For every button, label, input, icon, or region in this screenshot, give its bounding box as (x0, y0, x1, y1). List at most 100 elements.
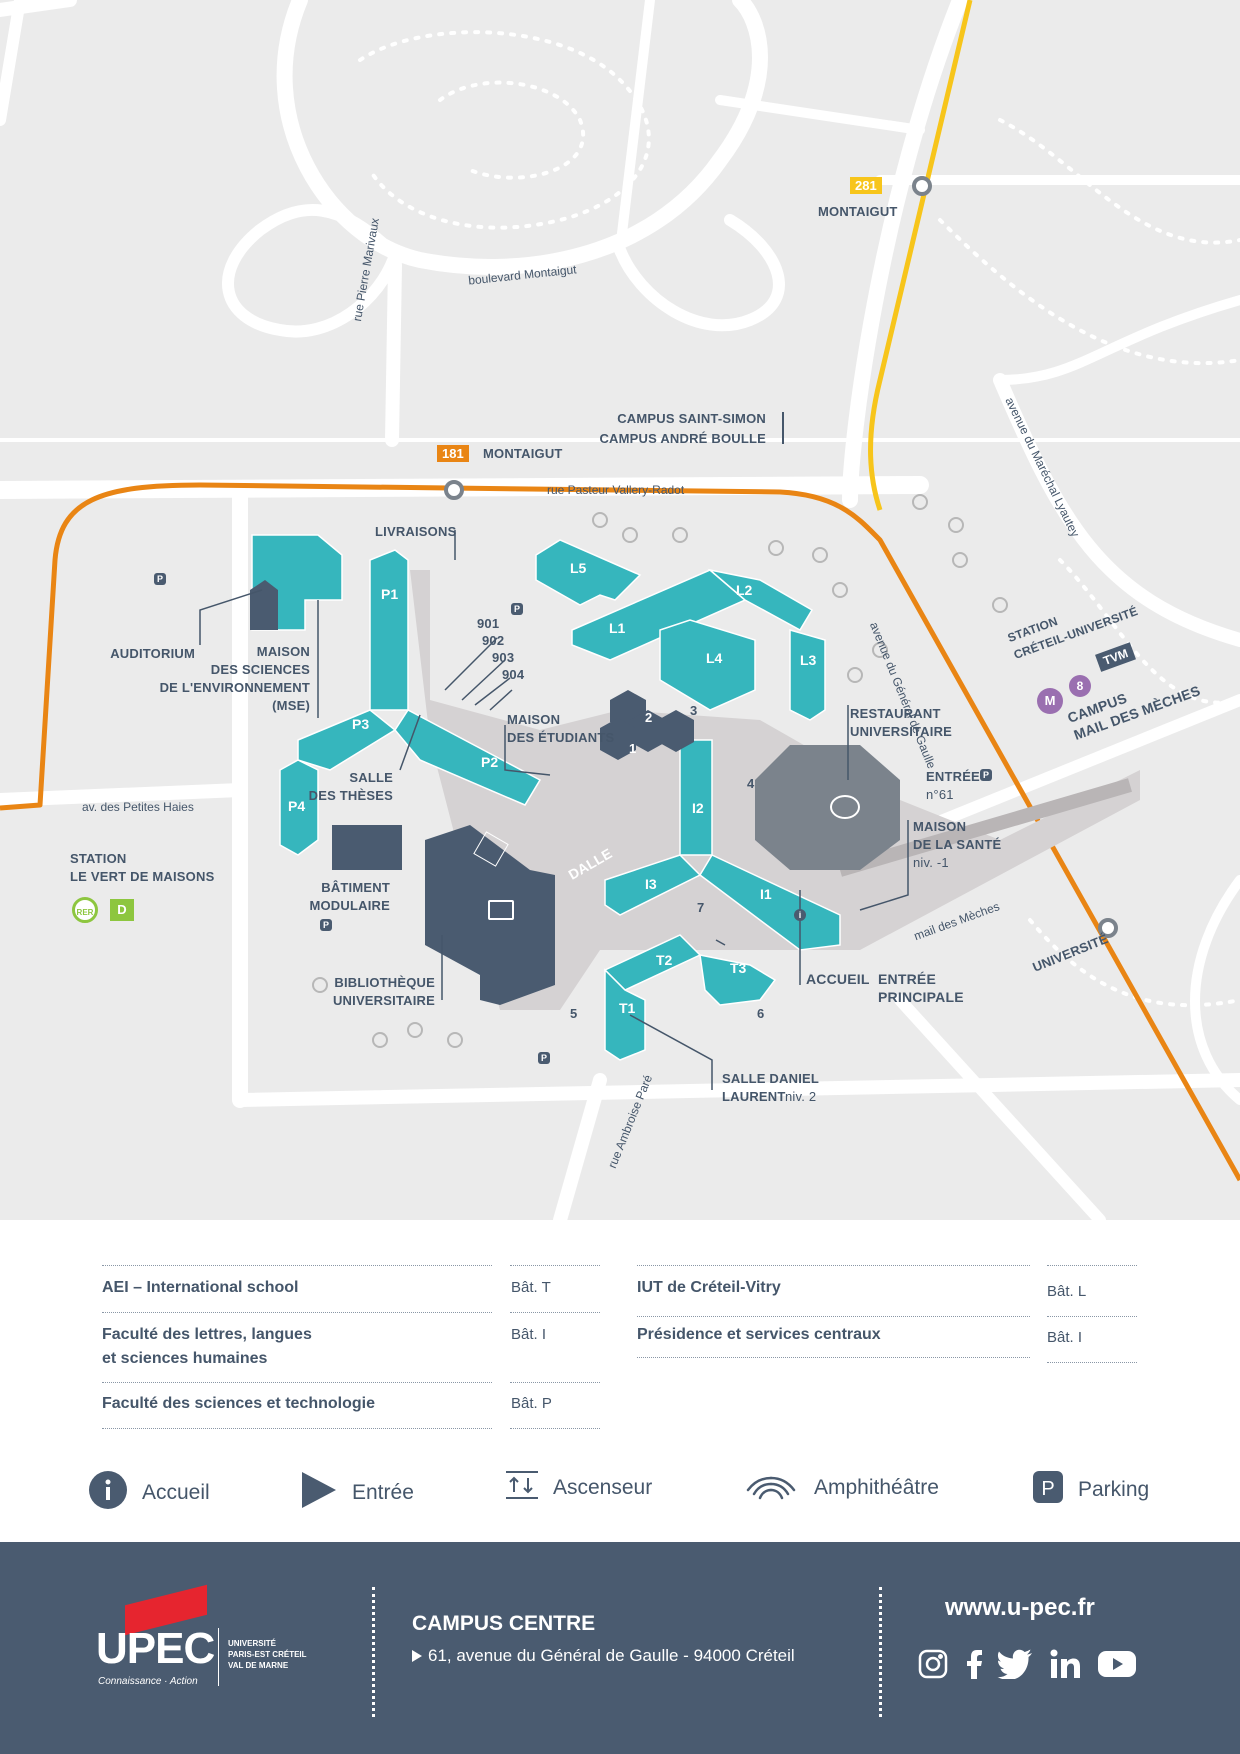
footer: UPEC Connaissance · Action UNIVERSITÉ PA… (0, 1542, 1240, 1754)
logo-divider (218, 1628, 219, 1686)
building-l4: L4 (706, 650, 723, 666)
instagram-icon[interactable] (918, 1649, 948, 1684)
legend-label: Parking (1078, 1478, 1150, 1501)
amphitheatre-2: 2 (645, 710, 653, 725)
map-drawing (0, 0, 1240, 1220)
address-text: 61, avenue du Général de Gaulle - 94000 … (428, 1646, 795, 1665)
amphitheatre-6: 6 (757, 1006, 765, 1021)
legend-label: Amphithéâtre (814, 1476, 939, 1499)
parking-icon: P (1032, 1470, 1064, 1510)
bus-281-badge: 281 (850, 177, 882, 194)
footer-divider (372, 1587, 375, 1717)
room-903-label: 903 (492, 650, 515, 665)
website-link[interactable]: www.u-pec.fr (945, 1594, 1095, 1621)
legend-label: Entrée (352, 1481, 414, 1504)
elevator-icon (505, 1470, 539, 1506)
amphitheatre-4: 4 (747, 776, 755, 791)
campus-saint-simon-label: CAMPUS SAINT-SIMON (617, 411, 766, 426)
campus-map: boulevard Montaigut rue Pierre Marivaux … (0, 0, 1240, 1220)
linkedin-icon[interactable] (1050, 1649, 1080, 1684)
room-901-label: 901 (477, 616, 500, 631)
station-vert-de-maisons-label: STATION LE VERT DE MAISONS (70, 851, 215, 884)
parking-icon: P (154, 573, 166, 585)
directory-name: AEI – International school (102, 1279, 299, 1296)
amphitheatre-3: 3 (690, 703, 698, 718)
building-i2: I2 (692, 800, 704, 816)
bus-stop-name: MONTAIGUT (483, 446, 563, 461)
svg-text:P: P (1041, 1478, 1054, 1500)
parking-icon: P (320, 919, 332, 931)
bus-stop-name: MONTAIGUT (818, 204, 898, 219)
road-label: rue Pasteur Vallery-Radot (547, 483, 685, 497)
entree-number: n°61 (926, 787, 954, 802)
livraisons-label: LIVRAISONS (375, 524, 457, 539)
building-p4: P4 (288, 798, 306, 814)
amphitheatre-1: 1 (629, 741, 637, 756)
bus-181-badge: 181 (437, 445, 469, 462)
directory-building: Bât. I (1047, 1329, 1083, 1346)
logo-university-name: UNIVERSITÉ PARIS-EST CRÉTEIL VAL DE MARN… (228, 1639, 307, 1670)
campus-address: 61, avenue du Général de Gaulle - 94000 … (412, 1646, 795, 1666)
batiment-modulaire-label: BÂTIMENT MODULAIRE (309, 880, 390, 913)
road-label: av. des Petites Haies (82, 800, 194, 814)
accueil-label: ACCUEIL (806, 971, 870, 987)
mse-label: MAISON DES SCIENCES DE L'ENVIRONNEMENT (… (159, 644, 310, 713)
maison-etudiants-label: MAISON DES ÉTUDIANTS (507, 712, 615, 745)
rer-d-badge: D (110, 899, 134, 921)
parking-icon: P (511, 603, 523, 615)
metro-line-8-badge: 8 (1069, 675, 1091, 697)
building-p1: P1 (381, 586, 399, 602)
restaurant-label: RESTAURANT UNIVERSITAIRE (850, 706, 953, 739)
entree-label: ENTRÉE (926, 769, 980, 784)
directory-name: Faculté des lettres, langues et sciences… (102, 1326, 312, 1367)
rer-icon: RER (72, 897, 98, 923)
salle-daniel-laurent-label: SALLE DANIEL (722, 1071, 820, 1086)
building-p3: P3 (352, 716, 370, 732)
building-i3: I3 (645, 876, 657, 892)
facebook-icon[interactable] (965, 1649, 983, 1684)
building-l1: L1 (609, 620, 626, 636)
youtube-icon[interactable] (1097, 1649, 1137, 1684)
legend-label: Accueil (142, 1481, 210, 1504)
legend-item-parking: P Parking (1032, 1470, 1149, 1510)
room-904-label: 904 (502, 667, 525, 682)
play-icon (412, 1650, 422, 1662)
building-p2: P2 (481, 754, 499, 770)
directory-name: Faculté des sciences et technologie (102, 1395, 375, 1412)
legend-label: Ascenseur (553, 1476, 653, 1499)
building-i1: I1 (760, 886, 772, 902)
metro-icon: M (1037, 688, 1063, 714)
salle-theses-label: SALLE DES THÈSES (308, 770, 393, 803)
legend-item-entree: Entrée (300, 1470, 414, 1516)
entree-principale-label: ENTRÉE PRINCIPALE (878, 971, 964, 1005)
directory-building: Bât. I (511, 1326, 547, 1343)
salle-daniel-laurent-label-2: LAURENT (722, 1089, 786, 1104)
parking-icon: P (980, 769, 992, 781)
directory-building: Bât. L (1047, 1283, 1087, 1300)
directory: AEI – International school Bât. T Facult… (0, 1220, 1240, 1450)
salle-daniel-laurent-level: niv. 2 (785, 1089, 817, 1104)
building-t3: T3 (730, 960, 747, 976)
directory-name: Présidence et services centraux (637, 1326, 881, 1343)
info-icon: i (794, 909, 806, 921)
upec-logo: UPEC (96, 1624, 215, 1673)
legend-item-accueil: Accueil (88, 1470, 210, 1516)
auditorium-label: AUDITORIUM (110, 646, 195, 661)
legend: Accueil Entrée Ascenseur Amphithéâtre P … (0, 1450, 1240, 1542)
restaurant-plate-icon (830, 795, 860, 819)
building-l2: L2 (736, 582, 753, 598)
info-icon (88, 1470, 128, 1516)
directory-building: Bât. P (511, 1395, 552, 1412)
amphitheatre-icon (742, 1470, 800, 1506)
building-t2: T2 (656, 952, 673, 968)
parking-icon: P (538, 1052, 550, 1064)
maison-sante-label: MAISON DE LA SANTÉ (913, 819, 1002, 852)
book-icon (488, 900, 514, 920)
arrow-up-icon (782, 412, 784, 444)
room-902-label: 902 (482, 633, 505, 648)
twitter-icon[interactable] (997, 1649, 1033, 1684)
directory-building: Bât. T (511, 1279, 551, 1296)
footer-divider (879, 1587, 882, 1717)
bibliotheque-label: BIBLIOTHÈQUE UNIVERSITAIRE (332, 975, 435, 1008)
entrance-triangle-icon (300, 1470, 338, 1516)
